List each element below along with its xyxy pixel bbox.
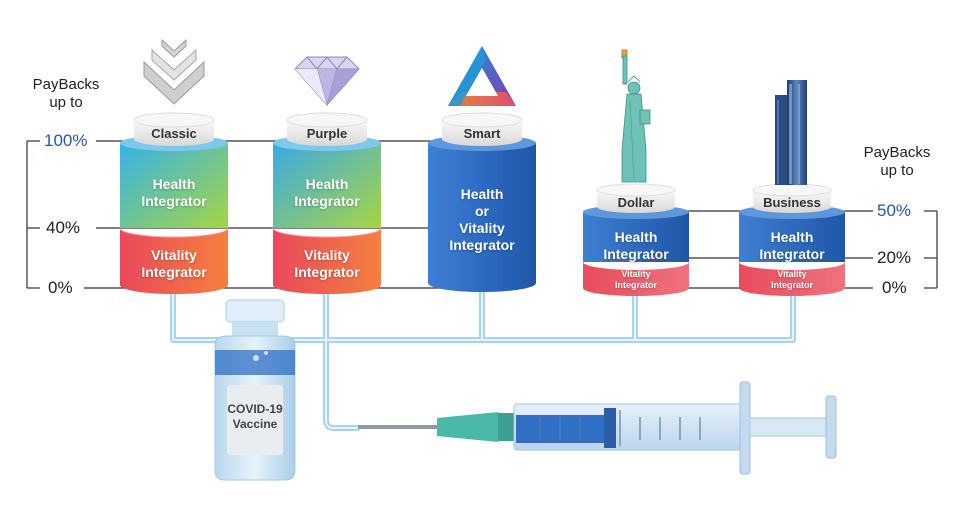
left-tick-100: 100% (44, 131, 88, 150)
plan-name-business: Business (763, 195, 821, 210)
left-axis-heading-line2: up to (49, 94, 83, 111)
left-tick-40: 40% (46, 218, 81, 237)
right-tick-20: 20% (877, 248, 912, 267)
right-axis-heading-line2: up to (880, 162, 914, 179)
skyscraper-icon (775, 80, 807, 185)
chevron-logo-icon (143, 38, 205, 105)
diamond-icon (294, 56, 360, 107)
smart-cylinder (428, 112, 536, 292)
plan-name-purple: Purple (306, 126, 348, 141)
right-tick-0: 0% (882, 278, 907, 297)
right-axis-heading-line1: PayBacks (863, 144, 931, 161)
dollar-cylinder (583, 183, 689, 296)
purple-pipe (323, 289, 361, 431)
classic-cylinder (119, 112, 229, 294)
plan-name-smart: Smart (463, 126, 501, 141)
left-tick-0: 0% (48, 278, 73, 297)
right-tick-50: 50% (877, 201, 912, 220)
syringe-icon (358, 381, 837, 475)
plan-name-dollar: Dollar (617, 195, 655, 210)
left-axis-heading-line1: PayBacks (32, 76, 100, 93)
left-axis-heading: PayBacks up to (26, 76, 106, 112)
vaccine-vial-icon (214, 299, 296, 481)
purple-cylinder (272, 112, 382, 294)
triangle-logo-icon (448, 46, 516, 106)
statue-of-liberty-icon (621, 49, 651, 183)
right-axis-heading: PayBacks up to (857, 144, 937, 180)
plan-name-classic: Classic (151, 126, 197, 141)
